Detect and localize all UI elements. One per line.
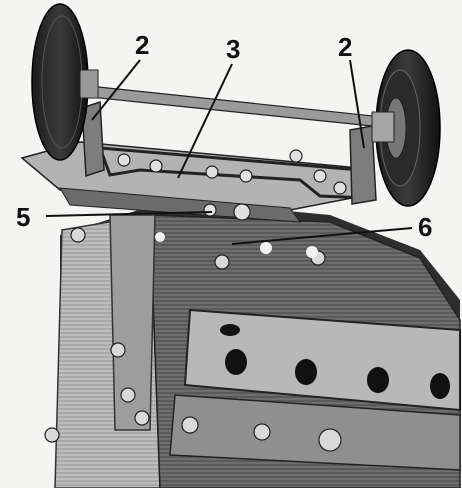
callout-3: 3: [226, 34, 241, 64]
leader-2-right: [349, 59, 365, 149]
callout-5: 5: [16, 202, 31, 232]
callout-2-right: 2: [338, 32, 353, 62]
left-axle-bracket: [81, 100, 105, 178]
right-axle-bracket: [349, 125, 377, 205]
lower-flat-strip: [183, 308, 461, 412]
left-wheel: [31, 3, 99, 161]
leader-2-left: [91, 59, 141, 121]
right-wheel: [371, 49, 441, 207]
callout-2-left: 2: [135, 30, 150, 60]
bolts: [44, 227, 342, 452]
leader-5: [45, 211, 213, 217]
lower-strip-lip: [169, 394, 461, 471]
strip-holes: [220, 324, 450, 399]
axle-rod: [69, 83, 393, 129]
vertical-girder-plate: [109, 214, 156, 431]
leader-6: [231, 227, 413, 245]
callout-6: 6: [418, 212, 433, 242]
leader-3: [177, 63, 233, 179]
leader-lines: [45, 59, 413, 245]
perforation-holes: [155, 232, 318, 258]
